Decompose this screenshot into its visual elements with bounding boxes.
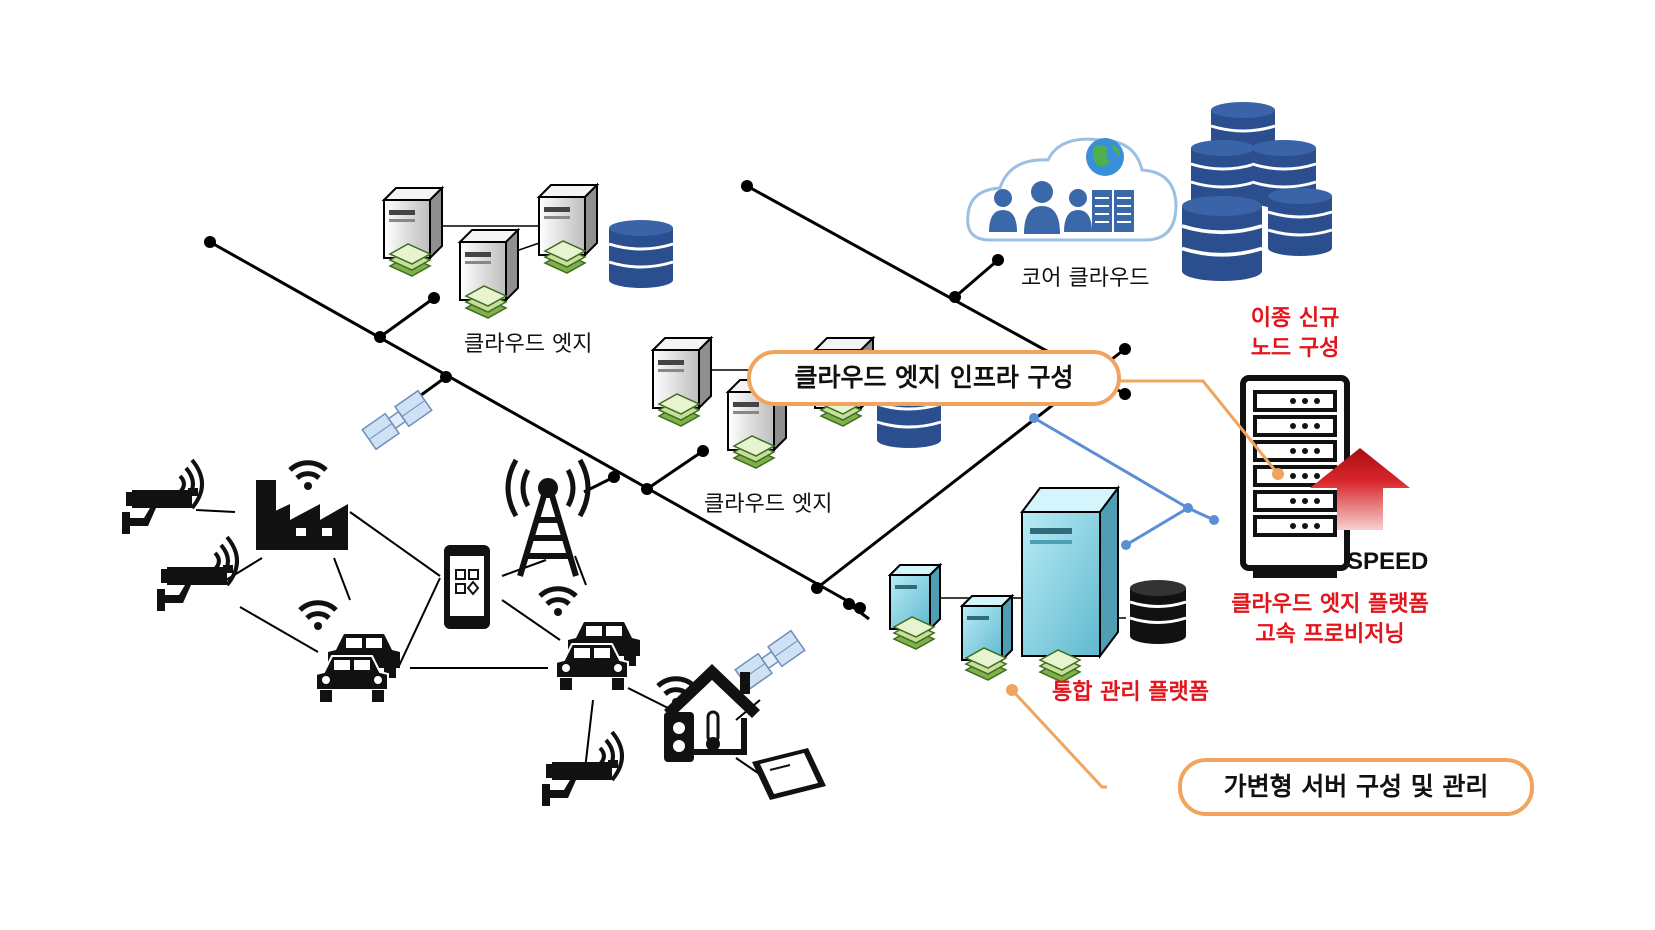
edge-server-icon (383, 187, 443, 277)
database-icon (607, 218, 675, 290)
branch-core (954, 258, 999, 299)
smartphone-icon (444, 545, 490, 629)
teal-server-icon (961, 595, 1013, 681)
wifi-icon (300, 603, 336, 630)
server-rack-node (1240, 375, 1350, 578)
edge-server-icon (652, 337, 712, 427)
heterogeneous-node-label: 이종 신규 노드 구성 (1230, 304, 1360, 364)
cloud-edge-cluster-top (383, 184, 675, 319)
edge-server-icon (459, 229, 519, 319)
heterogeneous-line1: 이종 신규 (1250, 306, 1340, 331)
server-rack-icon (1092, 190, 1134, 232)
cctv-camera-icon (540, 730, 624, 808)
infra-callout: 클라우드 엣지 인프라 구성 (747, 350, 1121, 406)
cloud-edge-mid-label: 클라우드 엣지 (704, 492, 833, 517)
branch-edge-mid (646, 449, 704, 491)
database-icon (1128, 578, 1188, 646)
heterogeneous-line2: 노드 구성 (1250, 336, 1340, 361)
teal-server-icon (889, 564, 941, 650)
car-icon (555, 621, 641, 691)
core-cloud-label: 코어 클라우드 (1021, 266, 1150, 291)
cloud-edge-top-label: 클라우드 엣지 (464, 332, 593, 357)
speed-arrow-icon (1310, 448, 1410, 530)
device-links (195, 509, 761, 779)
database-stack-icon (1180, 100, 1334, 283)
globe-icon (1086, 138, 1124, 176)
core-cloud (966, 100, 1334, 283)
branch-edge-top (379, 296, 435, 339)
cell-tower-icon (505, 458, 591, 577)
callout-leaders (1010, 379, 1280, 789)
integrated-platform-label: 통합 관리 플랫폼 (1052, 680, 1209, 705)
backbone-left (209, 240, 861, 610)
factory-icon (256, 463, 348, 550)
provisioning-line1: 클라우드 엣지 플랫폼 (1231, 592, 1429, 617)
main-server-icon (1020, 485, 1120, 659)
edge-server-icon (538, 184, 598, 274)
cctv-camera-icon (155, 535, 239, 613)
speed-label: SPEED (1347, 548, 1429, 575)
users-icon (989, 181, 1092, 234)
wifi-icon (540, 589, 576, 616)
provisioning-line2: 고속 프로비저닝 (1255, 622, 1405, 647)
integrated-platform-servers (889, 485, 1188, 683)
car-icon (315, 633, 401, 703)
cctv-camera-icon (120, 458, 204, 536)
server-callout: 가변형 서버 구성 및 관리 (1178, 758, 1534, 816)
tablet-icon (752, 748, 826, 800)
satellite-icon (361, 389, 433, 451)
smart-home-icon (658, 664, 760, 762)
backbone-nodes (204, 180, 1131, 614)
provisioning-label: 클라우드 엣지 플랫폼 고속 프로비저닝 (1200, 590, 1460, 650)
